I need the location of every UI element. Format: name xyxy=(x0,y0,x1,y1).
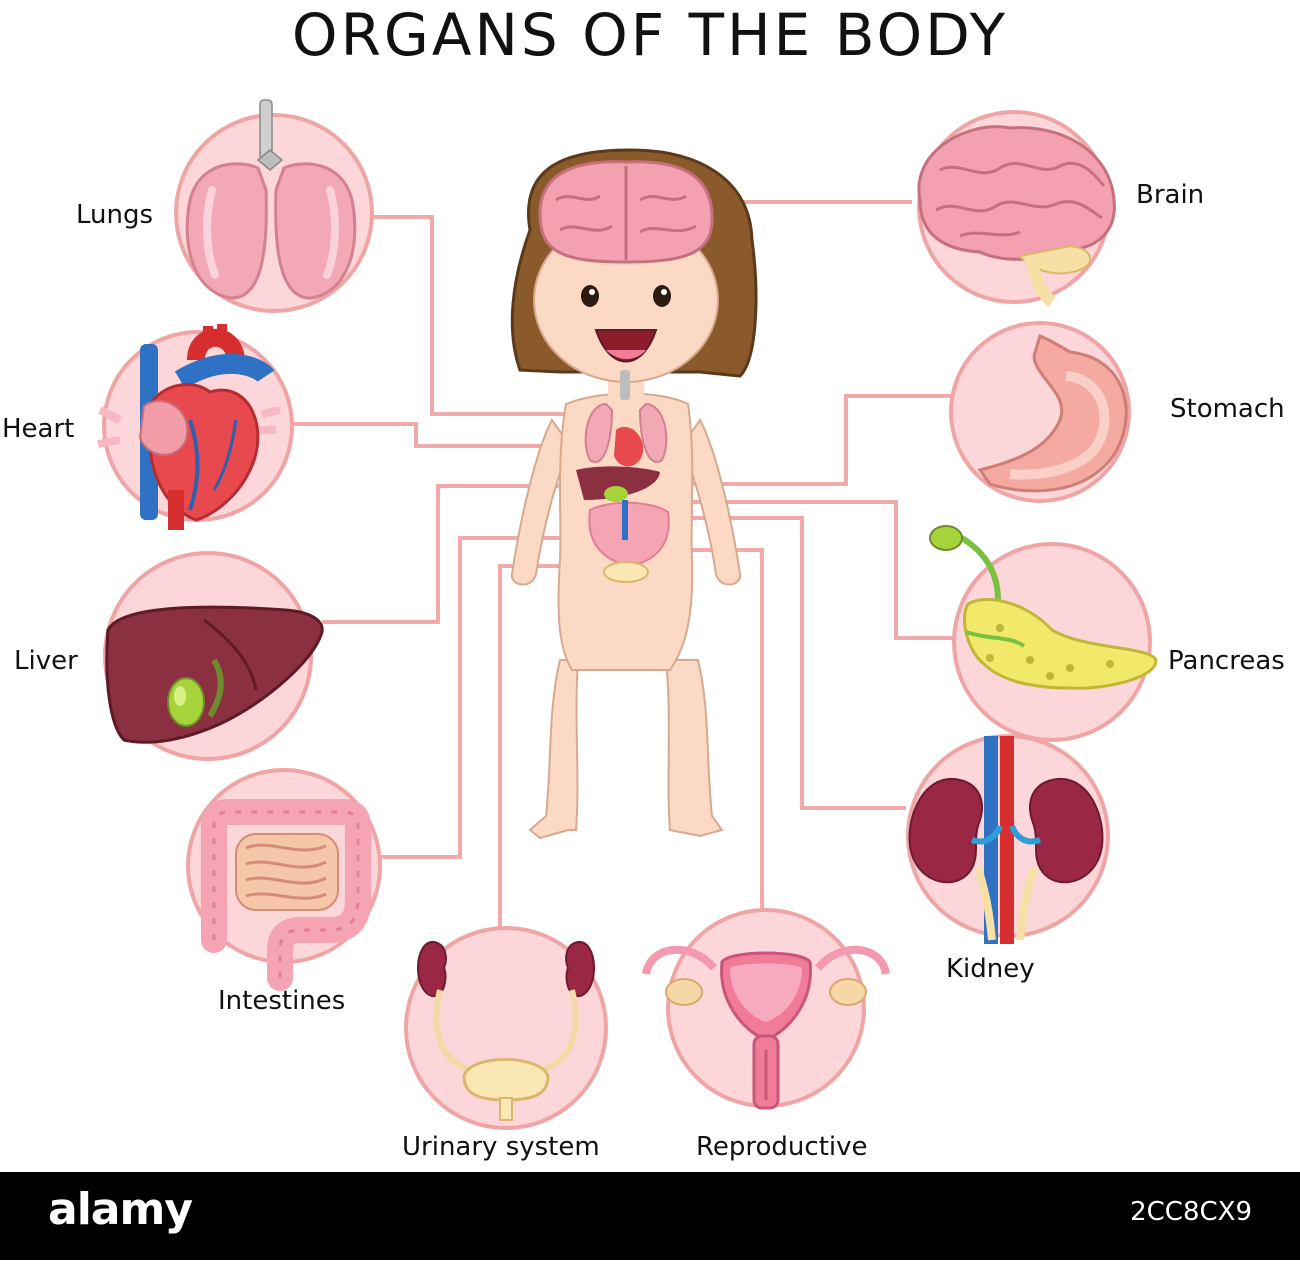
connector-stomach xyxy=(612,394,960,486)
connector-pancreas xyxy=(630,500,956,640)
label-intestines: Intestines xyxy=(218,986,346,1016)
liver-circle xyxy=(103,551,324,761)
reproductive-circle xyxy=(642,908,890,1110)
footer-bar: alamy 2CC8CX9 xyxy=(0,1172,1300,1260)
label-pancreas: Pancreas xyxy=(1168,646,1285,676)
connector-liver xyxy=(322,484,596,624)
label-stomach: Stomach xyxy=(1170,394,1285,424)
connector-heart xyxy=(290,422,626,448)
stomach-circle xyxy=(949,321,1131,503)
label-heart: Heart xyxy=(2,414,75,444)
label-lungs: Lungs xyxy=(76,200,154,230)
diagram-title: ORGANS OF THE BODY xyxy=(291,1,1009,69)
label-urinary-system: Urinary system xyxy=(402,1132,600,1162)
label-kidney: Kidney xyxy=(946,954,1035,984)
connector-lungs xyxy=(370,215,614,416)
lungs-circle xyxy=(174,99,374,313)
label-liver: Liver xyxy=(14,646,78,676)
image-code: 2CC8CX9 xyxy=(1130,1197,1252,1227)
urinary-circle xyxy=(404,926,608,1130)
heart-circle xyxy=(97,324,294,530)
brand-logo: alamy xyxy=(48,1184,193,1235)
pancreas-circle xyxy=(929,525,1158,742)
label-reproductive: Reproductive xyxy=(696,1132,868,1162)
brain-circle xyxy=(917,110,1116,307)
kidney-circle xyxy=(906,734,1110,944)
label-brain: Brain xyxy=(1136,180,1205,210)
child-figure xyxy=(510,148,758,840)
intestines-circle xyxy=(186,768,382,991)
